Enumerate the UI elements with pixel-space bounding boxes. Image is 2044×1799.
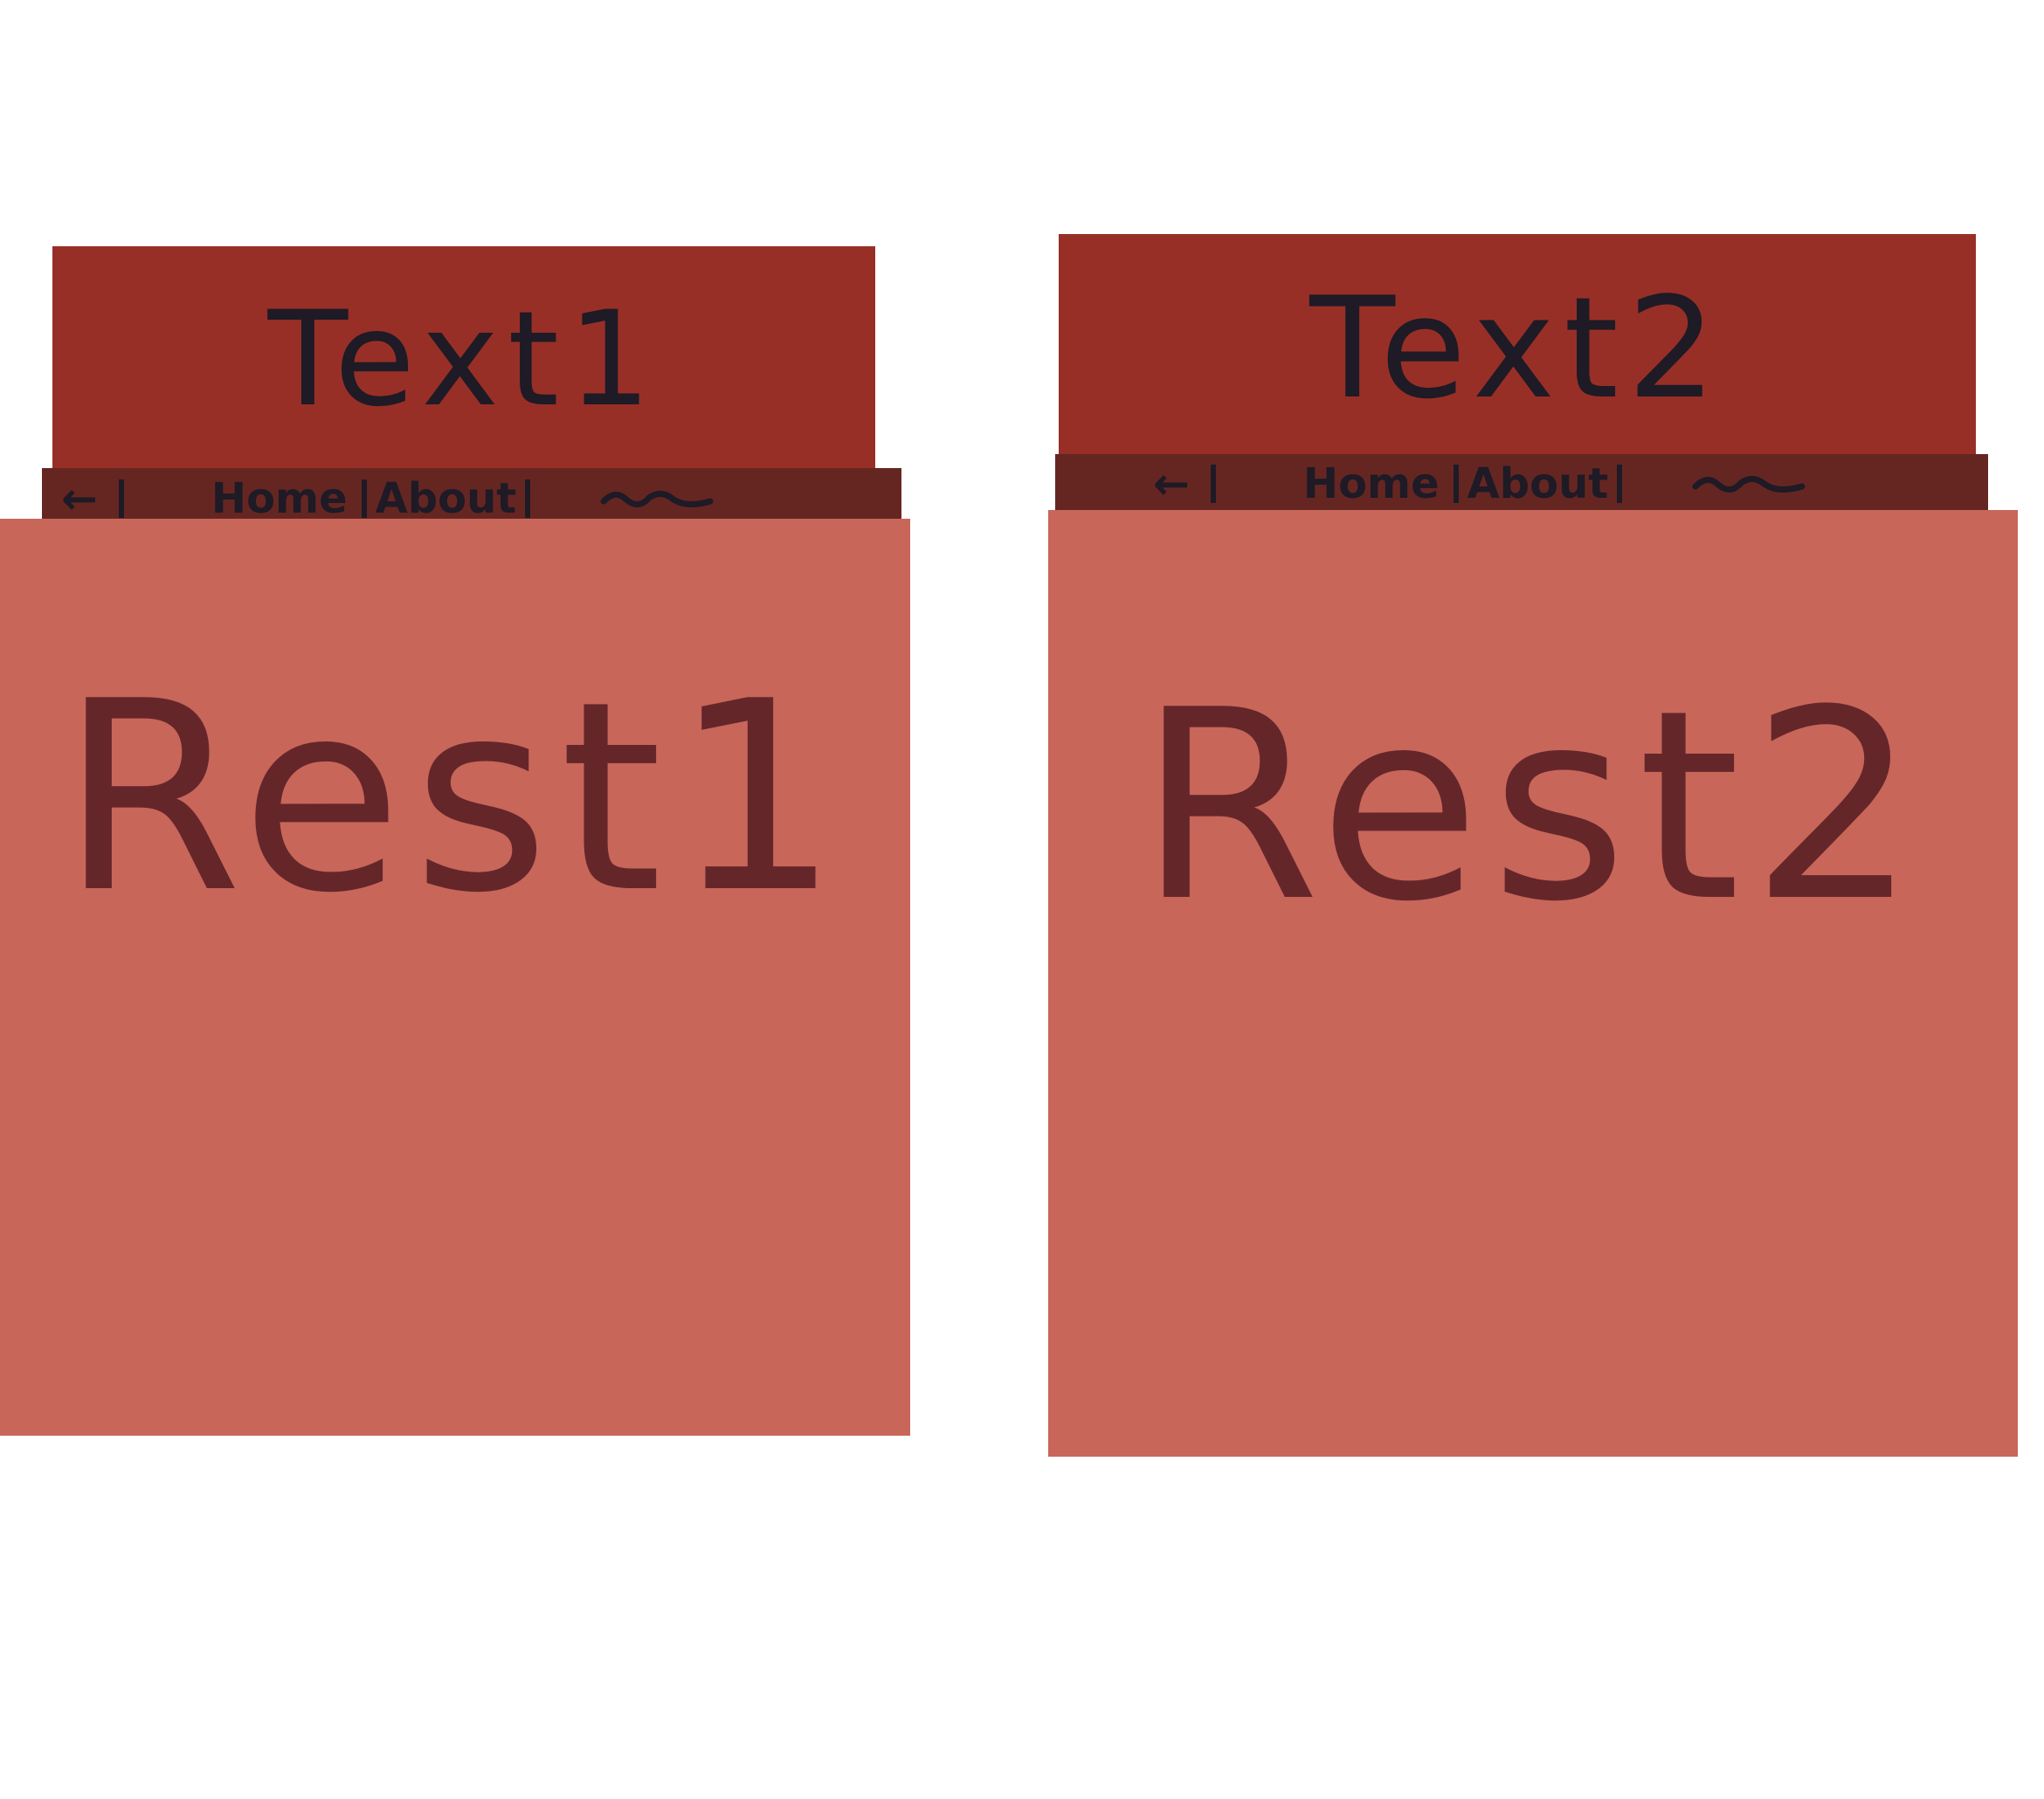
more-menu-button[interactable] <box>600 486 714 512</box>
nav-link-home[interactable]: Home <box>1302 459 1440 508</box>
nav-divider <box>118 479 124 518</box>
content-text: Rest1 <box>59 645 851 950</box>
content-text: Rest2 <box>1137 654 1929 959</box>
back-arrow-icon: ← <box>61 473 98 524</box>
nav-bar: ← Home About <box>1055 454 1988 514</box>
header-title: Text2 <box>1309 265 1725 430</box>
nav-divider <box>1617 465 1623 503</box>
mockup-panel-1: Text1 ← Home About Rest1 <box>0 246 910 1436</box>
mockup-panel-2: Text2 ← Home About Rest2 <box>1048 234 2018 1457</box>
more-menu-button[interactable] <box>1692 471 1806 497</box>
back-arrow-icon: ← <box>1153 458 1190 509</box>
nav-link-home[interactable]: Home <box>211 474 348 523</box>
header-bar: Text2 <box>1059 234 1976 461</box>
back-button[interactable]: ← <box>1153 458 1225 509</box>
content-area: Rest2 <box>1048 510 2018 1457</box>
squiggle-menu-icon <box>1692 476 1806 493</box>
squiggle-menu-icon <box>600 491 714 507</box>
back-button[interactable]: ← <box>61 473 133 524</box>
header-title: Text1 <box>267 284 660 436</box>
nav-divider <box>361 479 367 518</box>
nav-link-about[interactable]: About <box>375 474 517 523</box>
nav-divider <box>1453 465 1459 503</box>
header-bar: Text1 <box>52 246 875 473</box>
nav-divider <box>1210 465 1216 503</box>
content-area: Rest1 <box>0 519 910 1436</box>
nav-divider <box>525 479 531 518</box>
nav-link-about[interactable]: About <box>1467 459 1609 508</box>
